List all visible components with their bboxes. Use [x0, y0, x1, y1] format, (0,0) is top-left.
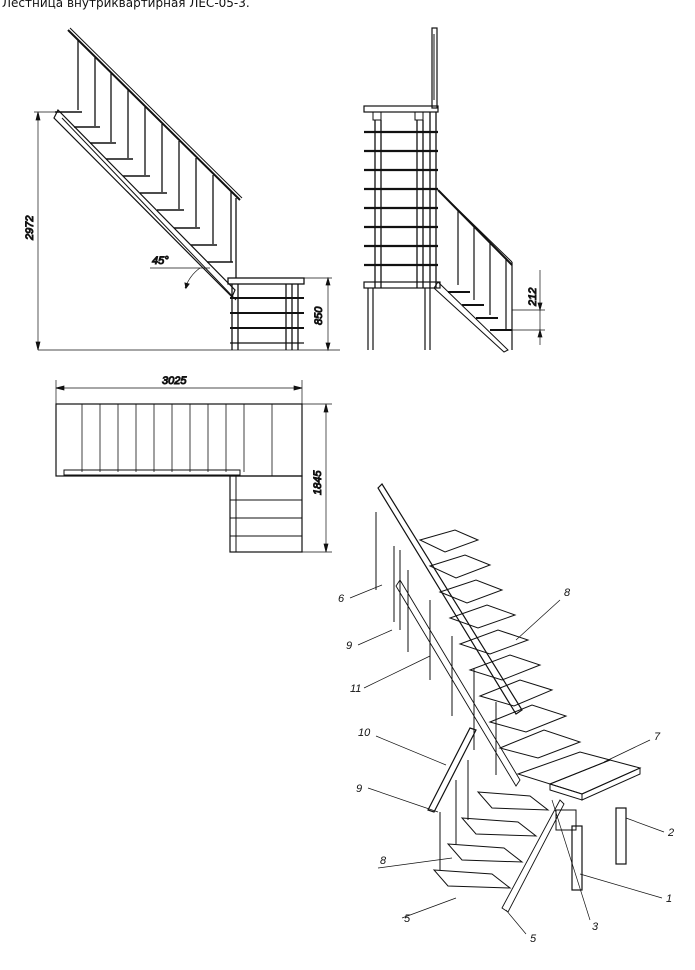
callout-6: 6 [338, 593, 345, 605]
angle-label: 45° [152, 255, 169, 267]
callout-2: 2 [667, 827, 674, 839]
front-view: 212 [363, 27, 545, 353]
callout-7: 7 [654, 731, 661, 743]
drawing-title: Лестница внутриквартирная ЛЕС-05-3. [2, 0, 250, 10]
dim-rise-label: 212 [527, 288, 539, 307]
side-view-steps [55, 111, 233, 263]
front-view-rungs [364, 130, 438, 267]
callout-9-upper: 9 [346, 640, 352, 652]
callout-3: 3 [592, 921, 599, 933]
dim-width-label: 1845 [312, 470, 324, 495]
callout-leaders [349, 584, 665, 935]
callout-5-right: 5 [530, 933, 537, 945]
dim-height-label: 2972 [24, 216, 36, 241]
iso-landing [516, 751, 642, 801]
callout-5-left: 5 [404, 913, 411, 925]
callout-labels: 6 9 11 10 9 8 5 5 3 1 2 7 8 [338, 587, 674, 945]
dim-length-label: 3025 [162, 375, 187, 387]
callout-8-lower: 8 [380, 855, 387, 867]
callout-8-upper: 8 [564, 587, 571, 599]
iso-upper-treads [418, 529, 582, 759]
plan-view: 3025 1845 [55, 375, 332, 553]
callout-11: 11 [350, 683, 361, 695]
dimension-height [34, 111, 58, 351]
isometric-view [375, 483, 642, 913]
landing-frame [227, 277, 305, 350]
side-view: 2972 45° 850 [24, 27, 340, 352]
callout-9-lower: 9 [356, 783, 362, 795]
iso-lower-treads [432, 791, 550, 889]
callout-10: 10 [358, 727, 371, 739]
dim-landing-label: 850 [313, 306, 325, 325]
callout-1: 1 [666, 893, 672, 905]
side-view-balusters [77, 40, 237, 278]
